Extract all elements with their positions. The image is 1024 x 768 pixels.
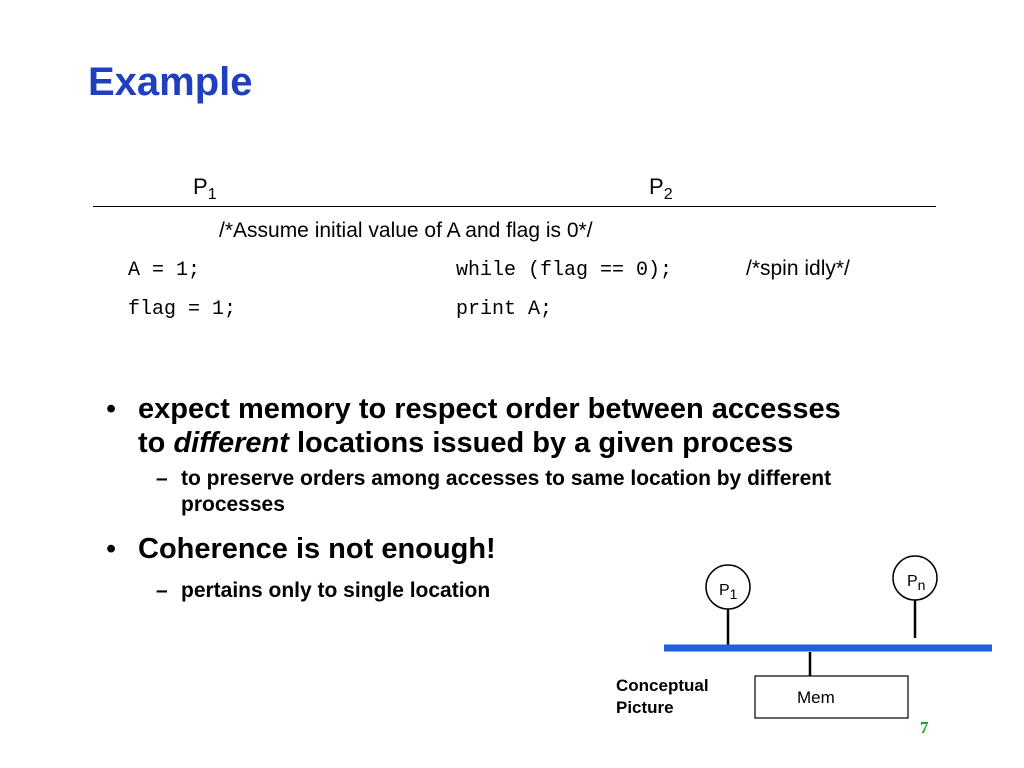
diagram-caption: Conceptual Picture <box>616 675 709 719</box>
p1-code-line-1: A = 1; <box>128 259 201 282</box>
p1-header: P1 <box>193 176 217 203</box>
header-rule <box>93 206 936 207</box>
mem-box <box>754 675 909 719</box>
caption-line-2: Picture <box>616 698 674 717</box>
assume-comment: /*Assume initial value of A and flag is … <box>219 219 593 242</box>
p2-header-subscript: 2 <box>663 186 673 203</box>
pn-node-label: Pn <box>907 573 926 593</box>
p1-node-letter: P <box>719 582 730 599</box>
p1-header-subscript: 1 <box>207 186 217 203</box>
bullet-1-text-b: locations issued by a given process <box>296 427 794 459</box>
p1-code-line-2: flag = 1; <box>128 298 237 321</box>
bullet-expect-memory: • expect memory to respect order between… <box>103 392 983 460</box>
sub-bullet-preserve-orders: – to preserve orders among accesses to s… <box>103 466 901 518</box>
mem-label: Mem <box>797 688 835 707</box>
bullet-2-text: Coherence is not enough! <box>138 533 496 565</box>
pn-node-subscript: n <box>917 577 926 593</box>
page-number: 7 <box>920 718 929 737</box>
p2-header-letter: P <box>649 174 664 199</box>
spin-comment: /*spin idly*/ <box>746 257 850 280</box>
p2-header: P2 <box>649 176 673 203</box>
sub-bullet-dash: – <box>156 579 168 602</box>
bullet-1-text-to: to <box>138 427 166 459</box>
bullet-1-italic: different <box>173 427 289 459</box>
caption-line-1: Conceptual <box>616 676 709 695</box>
slide-title: Example <box>88 60 253 104</box>
bullet-list: • expect memory to respect order between… <box>103 392 983 604</box>
bullet-dot: • <box>106 393 117 425</box>
bullet-dot: • <box>106 533 117 565</box>
p2-code-line-2: print A; <box>456 298 553 321</box>
sub-bullet-2-text: pertains only to single location <box>181 579 491 602</box>
sub-bullet-dash: – <box>156 467 168 490</box>
pn-node-letter: P <box>907 573 918 590</box>
bullet-coherence: • Coherence is not enough! <box>103 532 983 566</box>
p1-node-subscript: 1 <box>729 586 738 602</box>
p1-node-label: P1 <box>719 582 738 602</box>
sub-bullet-single-location: – pertains only to single location <box>103 578 983 604</box>
p1-header-letter: P <box>193 174 208 199</box>
p2-code-line-1: while (flag == 0); <box>456 259 673 282</box>
sub-bullet-1-text: to preserve orders among accesses to sam… <box>181 467 832 516</box>
bullet-1-text-a: expect memory to respect order between a… <box>138 393 841 425</box>
